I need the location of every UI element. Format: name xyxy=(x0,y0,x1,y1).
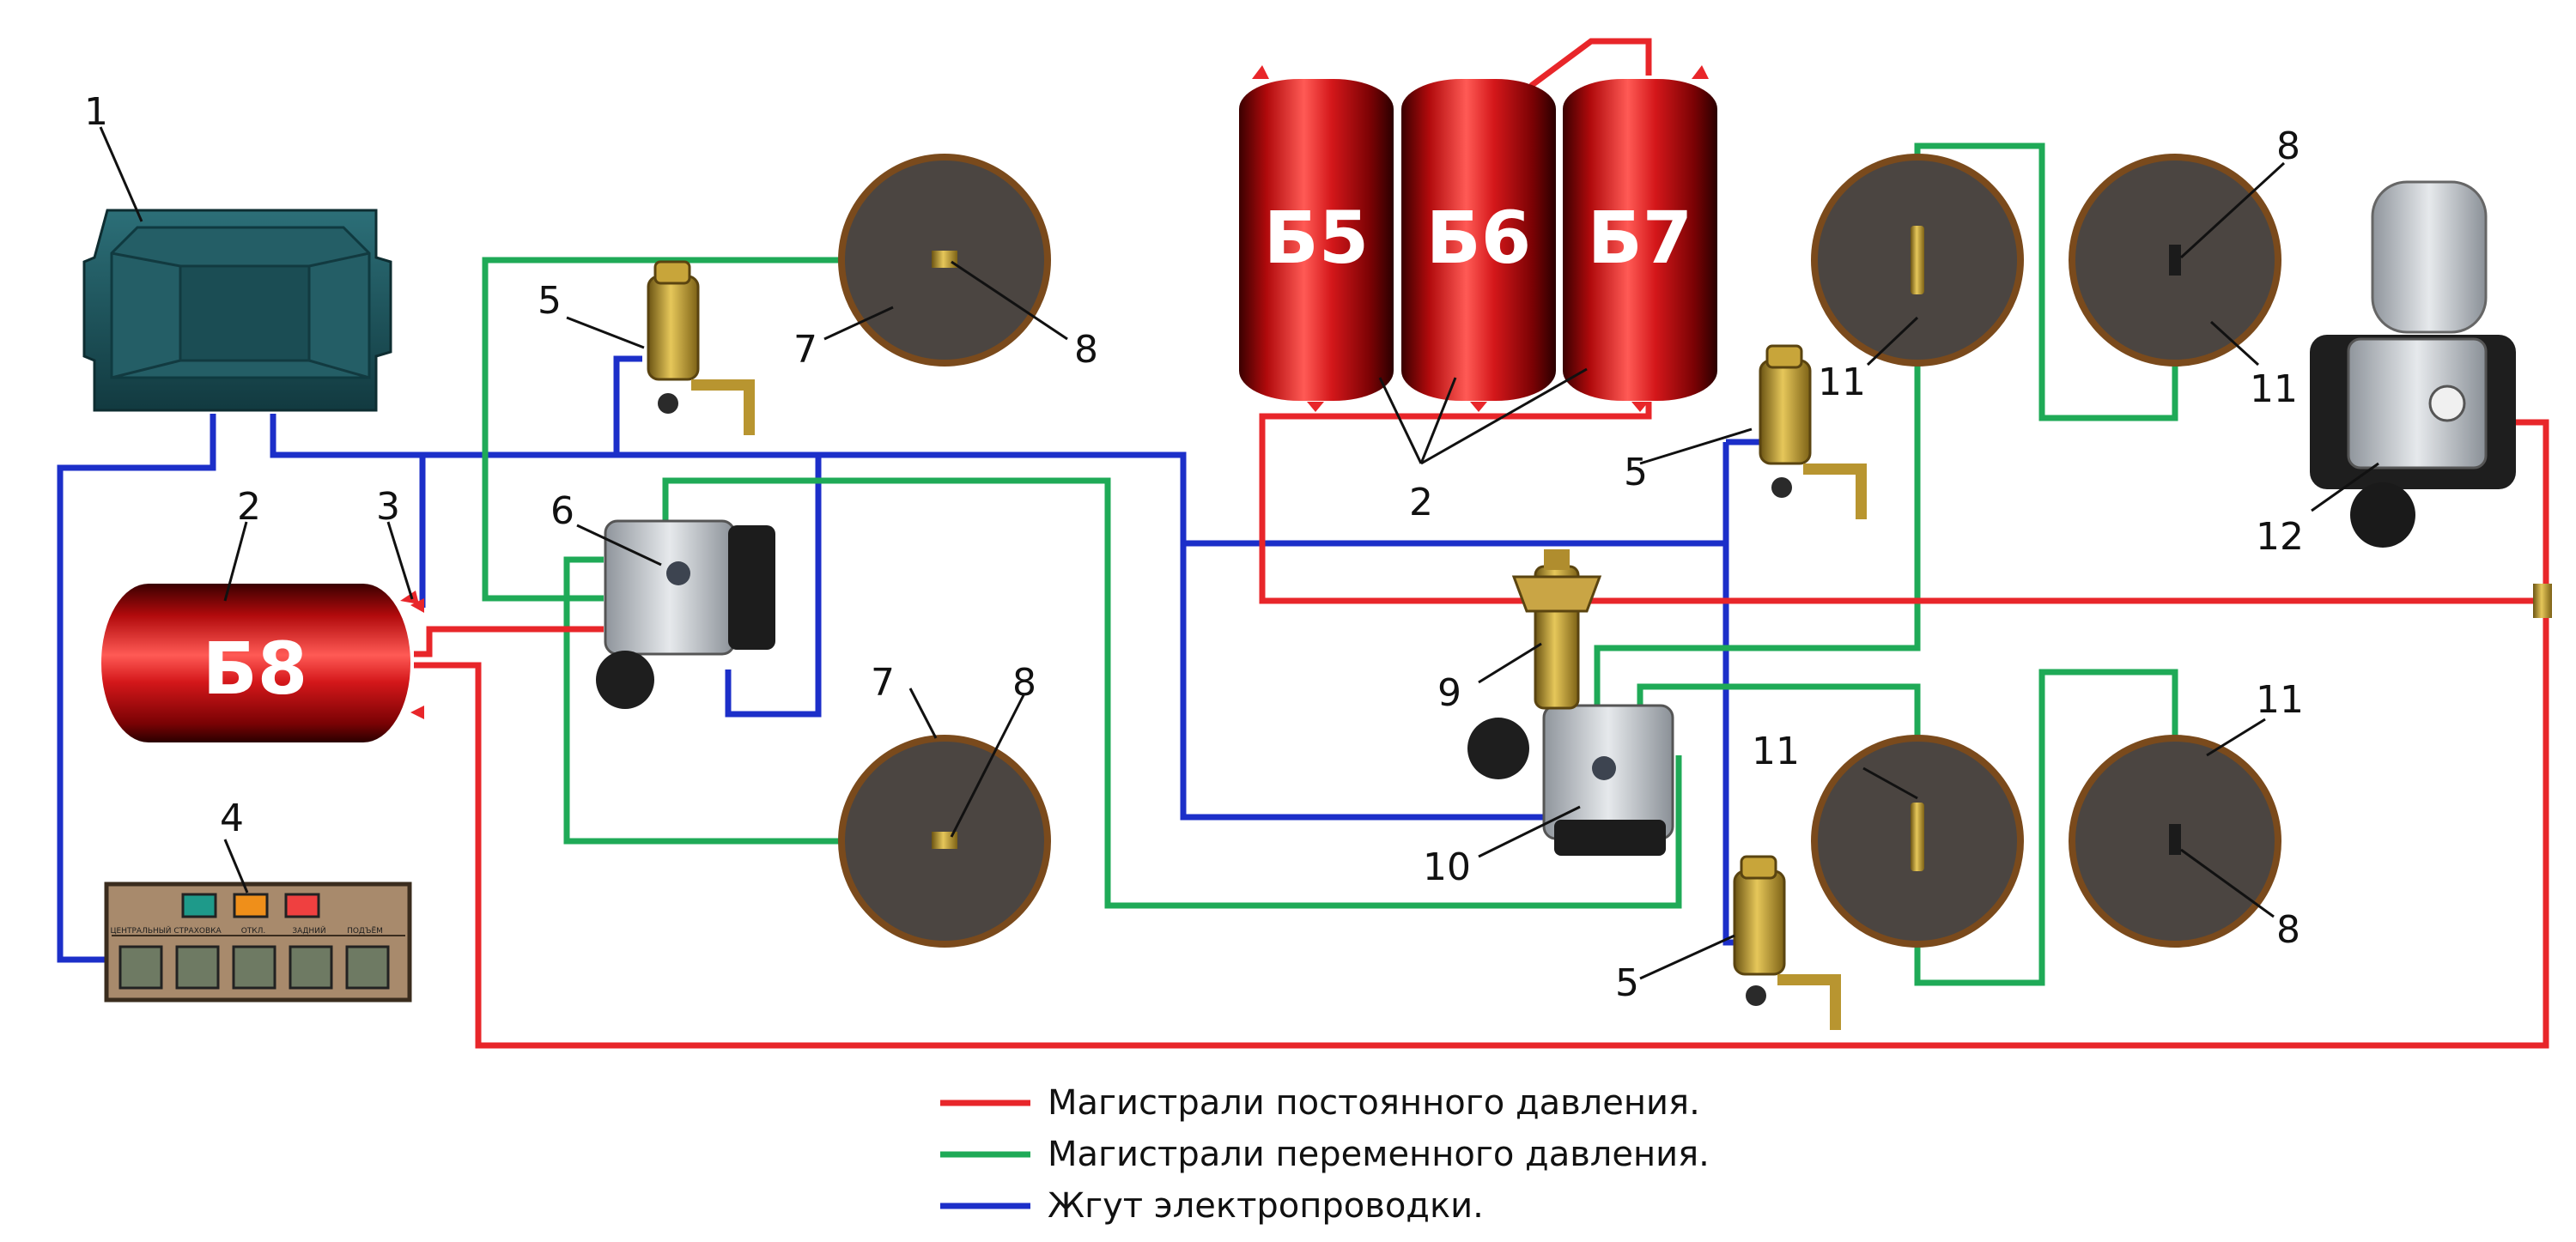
air-dryer xyxy=(2310,180,2516,548)
valve-block-center xyxy=(1467,704,1674,856)
wire-ecu-panel xyxy=(57,414,216,963)
line-block6-top xyxy=(662,477,1682,909)
callout-11-rt2: 11 xyxy=(2250,367,2298,411)
wire-ecu-trunk xyxy=(270,414,1726,547)
chamber-right-top2 xyxy=(2069,154,2281,367)
chamber-top-left xyxy=(838,154,1051,367)
constant-pressure-lines xyxy=(414,38,2549,1049)
pressure-regulator xyxy=(1511,549,1602,710)
tank-b5-label: Б5 xyxy=(1264,196,1369,280)
tee-fitting xyxy=(2533,584,2552,618)
line-block6-chamber-bl xyxy=(563,556,945,845)
callout-5-mid: 5 xyxy=(1624,451,1648,494)
panel-button-4[interactable] xyxy=(289,945,333,990)
control-panel: ЦЕНТРАЛЬНЫЙ СТРАХОВКА ОТКЛ. ЗАДНИЙ ПОДЪЁ… xyxy=(104,882,412,1003)
legend: Магистрали постоянного давления. Магистр… xyxy=(940,1083,1710,1226)
panel-caption-3: ОТКЛ. xyxy=(241,927,266,936)
legend-label-variable: Магистрали переменного давления. xyxy=(1048,1135,1710,1174)
legend-label-wiring: Жгут электропроводки. xyxy=(1048,1186,1484,1226)
tank-b8-label: Б8 xyxy=(203,627,307,711)
callout-5-top: 5 xyxy=(538,279,562,323)
line-tanks-top xyxy=(1528,38,1652,88)
panel-caption-2: СТРАХОВКА xyxy=(173,927,222,936)
height-valve-bottom xyxy=(1733,855,1841,1030)
line-tanks-bottom xyxy=(1259,402,2542,604)
callout-4: 4 xyxy=(220,797,244,840)
callout-11-rt1: 11 xyxy=(1818,360,1866,404)
wire-block10 xyxy=(1180,543,1556,821)
leader-lines xyxy=(99,126,2379,980)
callout-11-rb1: 11 xyxy=(1752,730,1800,773)
tank-b7-label: Б7 xyxy=(1588,196,1692,280)
tank-b6-label: Б6 xyxy=(1426,196,1531,280)
panel-button-2[interactable] xyxy=(175,945,220,990)
tank-b6: Б6 xyxy=(1401,79,1556,412)
chamber-right-top1 xyxy=(1811,154,2024,367)
line-b8-block6 xyxy=(414,626,604,657)
line-block10-lower xyxy=(1637,669,2178,986)
line-dryer xyxy=(414,419,2549,1049)
callout-3: 3 xyxy=(376,485,400,529)
legend-label-constant: Магистрали постоянного давления. xyxy=(1048,1083,1700,1123)
height-valve-top xyxy=(647,260,755,435)
panel-caption-5: ПОДЪЁМ xyxy=(347,926,383,936)
callout-2-tanks: 2 xyxy=(1409,481,1433,524)
wire-valves-right xyxy=(1722,442,1735,946)
valve-block-left xyxy=(596,519,775,709)
callout-8-top: 8 xyxy=(1074,328,1098,372)
wire-valve5-left xyxy=(613,355,642,455)
wire-block6 xyxy=(725,455,822,718)
chamber-bottom-left xyxy=(838,735,1051,948)
callout-6: 6 xyxy=(550,489,574,533)
callout-12: 12 xyxy=(2256,515,2304,559)
indicator-teal xyxy=(181,893,217,918)
callout-5-bottom: 5 xyxy=(1615,961,1639,1005)
callout-1: 1 xyxy=(84,90,108,134)
callout-numbers: 1 2 3 4 5 6 7 8 7 8 2 5 9 10 11 8 11 12 … xyxy=(84,90,2304,1005)
callout-7-bottom: 7 xyxy=(871,661,895,705)
panel-button-3[interactable] xyxy=(232,945,276,990)
height-valve-mid xyxy=(1759,344,1867,519)
wiring-harness xyxy=(57,355,1765,963)
panel-caption-4: ЗАДНИЙ xyxy=(292,925,325,936)
callout-8-rt2: 8 xyxy=(2276,124,2300,168)
ecu-unit xyxy=(82,209,392,412)
callout-9: 9 xyxy=(1437,671,1461,715)
variable-pressure-lines xyxy=(482,142,2178,986)
panel-button-5[interactable] xyxy=(345,945,390,990)
callout-8-bottom: 8 xyxy=(1012,661,1036,705)
panel-caption-1: ЦЕНТРАЛЬНЫЙ xyxy=(111,925,172,936)
callout-2-b8: 2 xyxy=(237,485,261,529)
line-block10-upper xyxy=(1594,142,2178,706)
callout-7-top: 7 xyxy=(793,328,817,372)
chamber-right-bot1 xyxy=(1811,735,2024,948)
indicator-red xyxy=(284,893,320,918)
callout-11-rb2: 11 xyxy=(2256,678,2304,722)
indicator-orange xyxy=(233,893,269,918)
tank-b5: Б5 xyxy=(1239,65,1394,412)
chamber-right-bot2 xyxy=(2069,735,2281,948)
callout-10: 10 xyxy=(1423,845,1471,889)
panel-button-1[interactable] xyxy=(118,945,163,990)
line-block6-chamber-tl xyxy=(482,257,945,602)
callout-8-rb2: 8 xyxy=(2276,908,2300,952)
tank-b8: Б8 xyxy=(101,584,424,742)
tank-b7: Б7 xyxy=(1563,65,1717,412)
